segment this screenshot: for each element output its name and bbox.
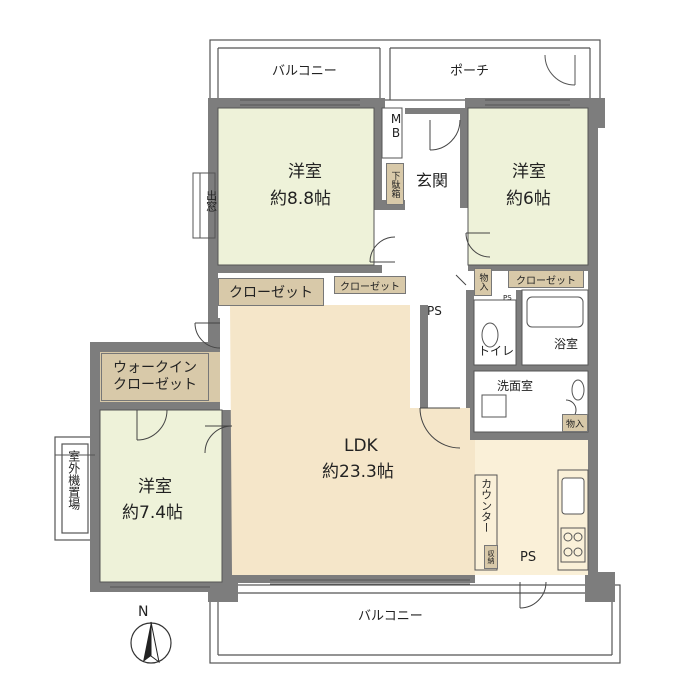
- walls: [90, 98, 615, 602]
- walkin-closet-tag: ウォークイン クローゼット: [101, 353, 209, 401]
- room-outlines: [99, 107, 589, 583]
- washroom-label: 洗面室: [497, 379, 534, 393]
- walkin-line1: ウォークイン: [113, 360, 197, 377]
- bedroom1-name: 洋室: [288, 162, 322, 182]
- entrance-floor: [405, 115, 460, 210]
- porch-label: ポーチ: [450, 64, 490, 79]
- toilet-label: トイレ: [478, 344, 515, 358]
- balcony-bottom-label: バルコニー: [358, 609, 423, 624]
- storage1-tag: 物入: [474, 268, 492, 296]
- bedroom1-size: 約8.8帖: [270, 189, 332, 209]
- bedroom3-floor: [100, 410, 222, 582]
- ps1-label: PS: [427, 304, 442, 318]
- bedroom3-name: 洋室: [138, 477, 172, 497]
- ldk-size: 約23.3帖: [322, 462, 394, 482]
- counter-label: カウンター: [479, 478, 493, 533]
- ldk-name: LDK: [344, 436, 378, 456]
- balcony-top-label: バルコニー: [272, 64, 337, 79]
- balcony-top-area: [209, 39, 601, 101]
- outdoor-unit-label: 室外機置場: [66, 450, 81, 510]
- mb-text: MB: [389, 112, 403, 140]
- bedroom2-floor: [468, 108, 588, 265]
- ps2-label: PS: [520, 550, 537, 565]
- north-label: N: [138, 604, 149, 620]
- mb-label: MB: [387, 112, 403, 145]
- closet-small1-tag: クローゼット: [334, 276, 406, 294]
- bedroom2-size: 約6帖: [506, 189, 551, 209]
- toilet-bowl: [481, 322, 499, 348]
- porch-door-arc: [544, 54, 576, 86]
- bay-window: [192, 172, 216, 239]
- door-arcs: [136, 119, 577, 609]
- closet-main-tag: クローゼット: [218, 278, 324, 306]
- storage2-tag: 物入: [562, 414, 588, 432]
- bathtub: [526, 296, 584, 328]
- storage-small-tag: 収納: [484, 545, 498, 569]
- stove-burners: [560, 527, 586, 563]
- bedroom2-name: 洋室: [512, 162, 546, 182]
- walkin-line2: クローゼット: [113, 377, 197, 393]
- ps-small-label: PS: [503, 294, 512, 302]
- bedroom1-floor: [218, 108, 374, 265]
- windows: [55, 99, 570, 588]
- shoe-box-tag: 下駄箱: [386, 163, 404, 205]
- north-arrow: [130, 621, 172, 664]
- closet-small2-tag: クローゼット: [508, 270, 584, 288]
- wash-basin: [571, 379, 585, 401]
- bathroom-label: 浴室: [554, 337, 579, 351]
- bay-window-label: 出窓: [204, 190, 218, 212]
- entrance-label: 玄関: [416, 171, 449, 190]
- balcony-bottom-area: [209, 584, 621, 664]
- kitchen-sink: [561, 477, 585, 515]
- washer-space: [481, 394, 507, 418]
- ldk-floor: [230, 305, 475, 575]
- bedroom3-size: 約7.4帖: [122, 503, 184, 523]
